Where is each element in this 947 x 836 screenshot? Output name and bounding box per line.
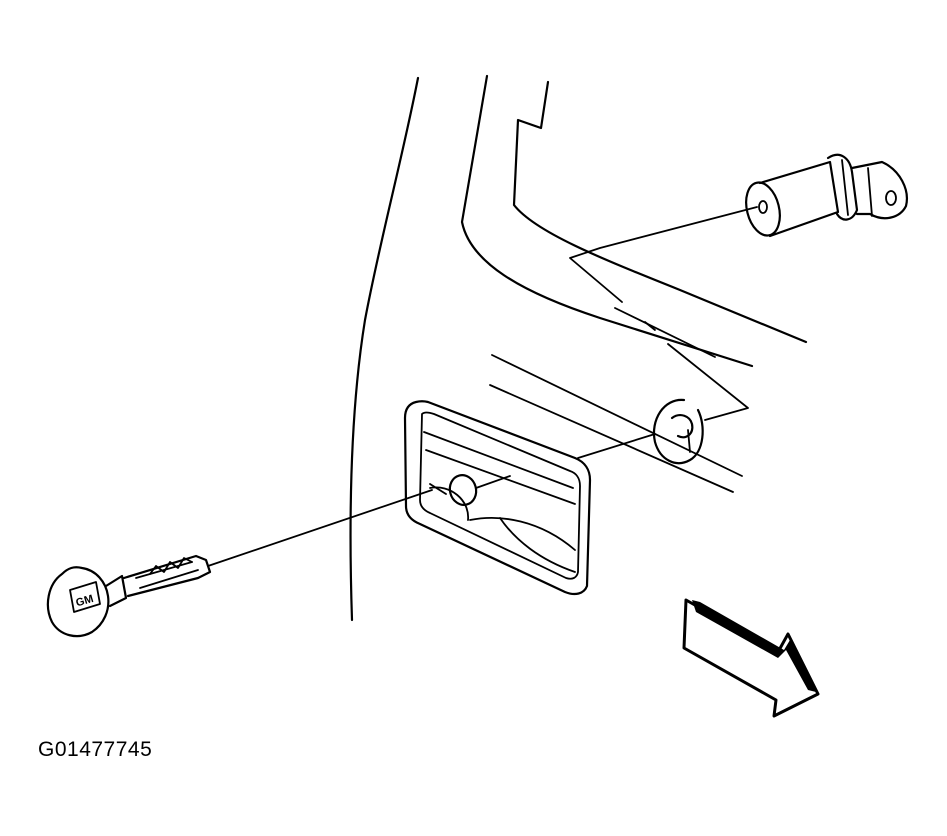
cylinder-leader [569,206,758,331]
frame-guide-line [614,307,716,358]
key-icon: GM [46,554,212,638]
door-panel [349,74,808,622]
clip-leader [667,343,749,421]
window-frame-outer [460,74,754,368]
door-edge-curve [349,76,420,622]
clip-to-handle-line [577,433,656,459]
window-frame-inner [512,80,808,344]
lock-cylinder-icon [745,153,908,238]
body-crease-lower [489,384,734,493]
figure-id-label: G01477745 [38,738,153,761]
retainer-clip-icon [652,343,749,465]
front-direction-arrow-icon [682,598,820,718]
door-handle-icon [403,400,592,596]
key-logo-text: GM [75,593,95,609]
body-crease-upper [491,354,743,477]
key-to-lock-line [207,489,433,567]
